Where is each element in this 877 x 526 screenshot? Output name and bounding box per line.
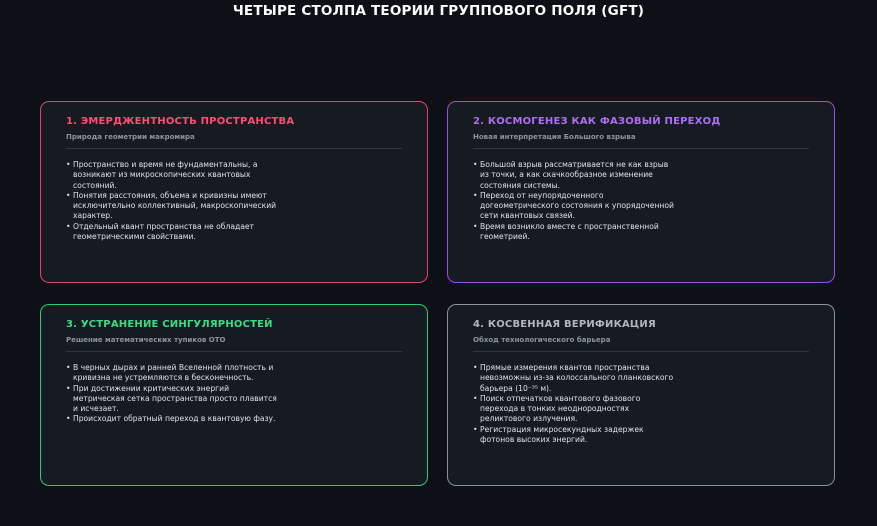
pillar-card-singularities: 3. УСТРАНЕНИЕ СИНГУЛЯРНОСТЕЙ Решение мат… <box>40 304 428 486</box>
pillar-card-cosmogenesis: 2. КОСМОГЕНЕЗ КАК ФАЗОВЫЙ ПЕРЕХОД Новая … <box>447 101 835 283</box>
card-subtitle: Природа геометрии макромира <box>66 133 195 141</box>
card-subtitle: Решение математических тупиков ОТО <box>66 336 226 344</box>
bullet-item: Переход от неупорядоченного догеометриче… <box>473 191 678 222</box>
card-heading: 2. КОСМОГЕНЕЗ КАК ФАЗОВЫЙ ПЕРЕХОД <box>473 116 721 127</box>
bullet-item: Регистрация микросекундных задержек фото… <box>473 425 678 446</box>
card-heading: 1. ЭМЕРДЖЕНТНОСТЬ ПРОСТРАНСТВА <box>66 116 295 127</box>
bullet-item: Прямые измерения квантов пространства не… <box>473 363 678 394</box>
bullet-list: Большой взрыв рассматривается не как взр… <box>473 160 678 242</box>
card-divider <box>66 351 402 352</box>
card-subtitle: Обход технологического барьера <box>473 336 611 344</box>
bullet-item: Происходит обратный переход в квантовую … <box>66 414 281 425</box>
bullet-list: Прямые измерения квантов пространства не… <box>473 363 678 445</box>
bullet-item: При достижении критических энергий метри… <box>66 384 281 415</box>
diagram-title: ЧЕТЫРЕ СТОЛПА ТЕОРИИ ГРУППОВОГО ПОЛЯ (GF… <box>232 3 645 19</box>
pillar-card-verification: 4. КОСВЕННАЯ ВЕРИФИКАЦИЯ Обход технологи… <box>447 304 835 486</box>
bullet-list: В черных дырах и ранней Вселенной плотно… <box>66 363 281 425</box>
card-heading: 4. КОСВЕННАЯ ВЕРИФИКАЦИЯ <box>473 319 656 330</box>
card-heading: 3. УСТРАНЕНИЕ СИНГУЛЯРНОСТЕЙ <box>66 319 273 330</box>
bullet-item: Большой взрыв рассматривается не как взр… <box>473 160 678 191</box>
card-divider <box>473 148 809 149</box>
card-divider <box>473 351 809 352</box>
bullet-item: Отдельный квант пространства не обладает… <box>66 222 281 243</box>
bullet-item: Поиск отпечатков квантового фазового пер… <box>473 394 678 425</box>
bullet-item: Пространство и время не фундаментальны, … <box>66 160 281 191</box>
card-divider <box>66 148 402 149</box>
bullet-item: Время возникло вместе с пространственной… <box>473 222 678 243</box>
pillar-card-emergence: 1. ЭМЕРДЖЕНТНОСТЬ ПРОСТРАНСТВА Природа г… <box>40 101 428 283</box>
card-subtitle: Новая интерпретация Большого взрыва <box>473 133 636 141</box>
bullet-item: В черных дырах и ранней Вселенной плотно… <box>66 363 281 384</box>
bullet-item: Понятия расстояния, объема и кривизны им… <box>66 191 281 222</box>
bullet-list: Пространство и время не фундаментальны, … <box>66 160 281 242</box>
